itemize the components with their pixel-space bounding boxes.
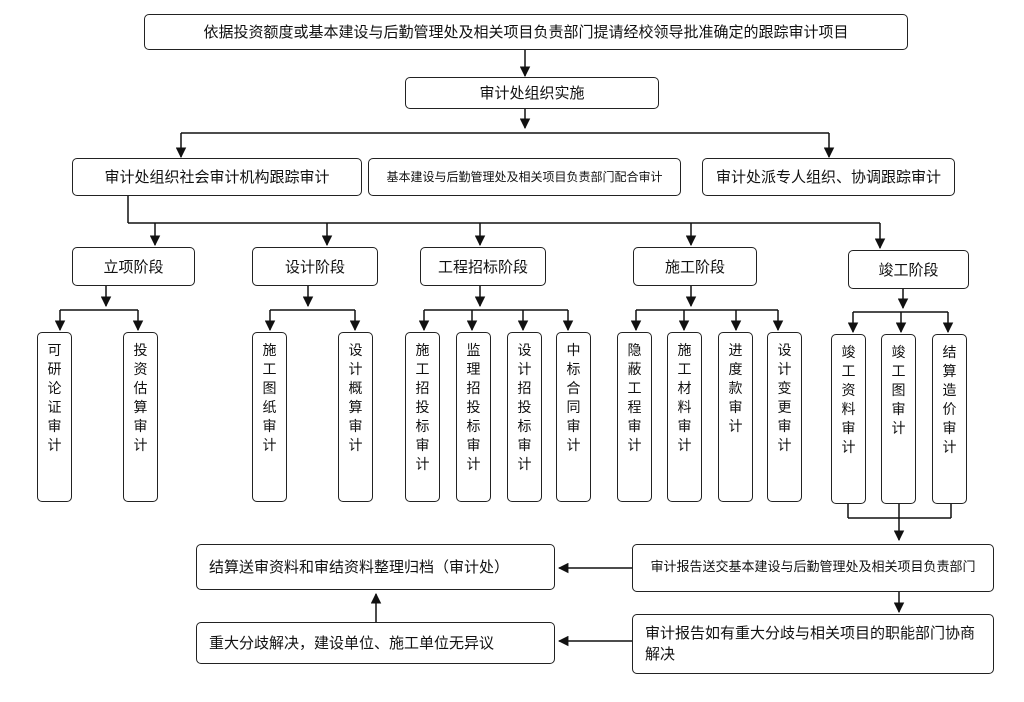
item-design-budget-audit-text: 设计概算审计 — [348, 343, 363, 454]
item-material-audit: 施工材料审计 — [667, 332, 702, 502]
item-investment-estimate-audit: 投资估算审计 — [123, 332, 158, 502]
item-construction-drawing-audit: 施工图纸审计 — [252, 332, 287, 502]
item-construction-bid-audit: 施工招投标审计 — [405, 332, 440, 502]
source-project-box: 依据投资额度或基本建设与后勤管理处及相关项目负责部门提请经校领导批准确定的跟踪审… — [144, 14, 908, 50]
item-design-change-audit: 设计变更审计 — [767, 332, 802, 502]
item-as-built-drawing-audit: 竣工图审计 — [881, 334, 916, 504]
stage-completion-box: 竣工阶段 — [848, 250, 969, 289]
item-design-budget-audit: 设计概算审计 — [338, 332, 373, 502]
item-feasibility-audit-text: 可研论证审计 — [47, 343, 62, 454]
item-contract-audit-text: 中标合同审计 — [566, 343, 581, 454]
dispute-box: 审计报告如有重大分歧与相关项目的职能部门协商解决 — [632, 614, 994, 674]
stage-approval-label: 立项阶段 — [103, 257, 164, 276]
archive-box: 结算送审资料和审结资料整理归档（审计处） — [196, 544, 555, 590]
mode-social-audit-text: 审计处组织社会审计机构跟踪审计 — [104, 168, 330, 186]
item-as-built-drawing-audit-text: 竣工图审计 — [891, 345, 906, 437]
item-contract-audit: 中标合同审计 — [556, 332, 591, 502]
report-send-text: 审计报告送交基本建设与后勤管理处及相关项目负责部门 — [650, 560, 976, 576]
mode-social-audit-box: 审计处组织社会审计机构跟踪审计 — [72, 158, 362, 196]
resolved-text: 重大分歧解决，建设单位、施工单位无异议 — [209, 634, 495, 652]
stage-design-box: 设计阶段 — [252, 247, 378, 286]
archive-text: 结算送审资料和审结资料整理归档（审计处） — [209, 558, 510, 576]
resolved-box: 重大分歧解决，建设单位、施工单位无异议 — [196, 622, 555, 664]
item-design-bid-audit-text: 设计招投标审计 — [517, 343, 532, 473]
item-investment-estimate-audit-text: 投资估算审计 — [133, 343, 148, 454]
item-feasibility-audit: 可研论证审计 — [37, 332, 72, 502]
item-material-audit-text: 施工材料审计 — [677, 343, 692, 454]
item-settlement-cost-audit-text: 结算造价审计 — [942, 345, 957, 456]
stage-completion-label: 竣工阶段 — [878, 260, 939, 279]
mode-cooperate-text: 基本建设与后勤管理处及相关项目负责部门配合审计 — [386, 169, 663, 184]
organize-box: 审计处组织实施 — [405, 77, 659, 109]
item-supervision-bid-audit-text: 监理招投标审计 — [466, 343, 481, 473]
stage-approval-box: 立项阶段 — [72, 247, 195, 286]
stage-construction-label: 施工阶段 — [664, 257, 725, 276]
stage-design-label: 设计阶段 — [284, 257, 345, 276]
mode-dedicated-staff-box: 审计处派专人组织、协调跟踪审计 — [702, 158, 955, 196]
item-supervision-bid-audit: 监理招投标审计 — [456, 332, 491, 502]
stage-construction-box: 施工阶段 — [633, 247, 757, 286]
item-construction-drawing-audit-text: 施工图纸审计 — [262, 343, 277, 454]
item-concealed-work-audit: 隐蔽工程审计 — [617, 332, 652, 502]
item-completion-docs-audit-text: 竣工资料审计 — [841, 345, 856, 456]
report-send-box: 审计报告送交基本建设与后勤管理处及相关项目负责部门 — [632, 544, 994, 592]
dispute-text: 审计报告如有重大分歧与相关项目的职能部门协商解决 — [645, 624, 976, 663]
item-concealed-work-audit-text: 隐蔽工程审计 — [627, 343, 642, 454]
stage-bidding-box: 工程招标阶段 — [420, 247, 546, 286]
stage-bidding-label: 工程招标阶段 — [437, 257, 528, 276]
item-settlement-cost-audit: 结算造价审计 — [932, 334, 967, 504]
source-project-text: 依据投资额度或基本建设与后勤管理处及相关项目负责部门提请经校领导批准确定的跟踪审… — [203, 23, 849, 41]
item-progress-payment-audit-text: 进度款审计 — [728, 343, 743, 435]
item-design-bid-audit: 设计招投标审计 — [507, 332, 542, 502]
organize-text: 审计处组织实施 — [479, 84, 585, 102]
item-design-change-audit-text: 设计变更审计 — [777, 343, 792, 454]
item-construction-bid-audit-text: 施工招投标审计 — [415, 343, 430, 473]
item-progress-payment-audit: 进度款审计 — [718, 332, 753, 502]
item-completion-docs-audit: 竣工资料审计 — [831, 334, 866, 504]
mode-cooperate-box: 基本建设与后勤管理处及相关项目负责部门配合审计 — [368, 158, 681, 196]
mode-dedicated-staff-text: 审计处派专人组织、协调跟踪审计 — [715, 168, 941, 186]
